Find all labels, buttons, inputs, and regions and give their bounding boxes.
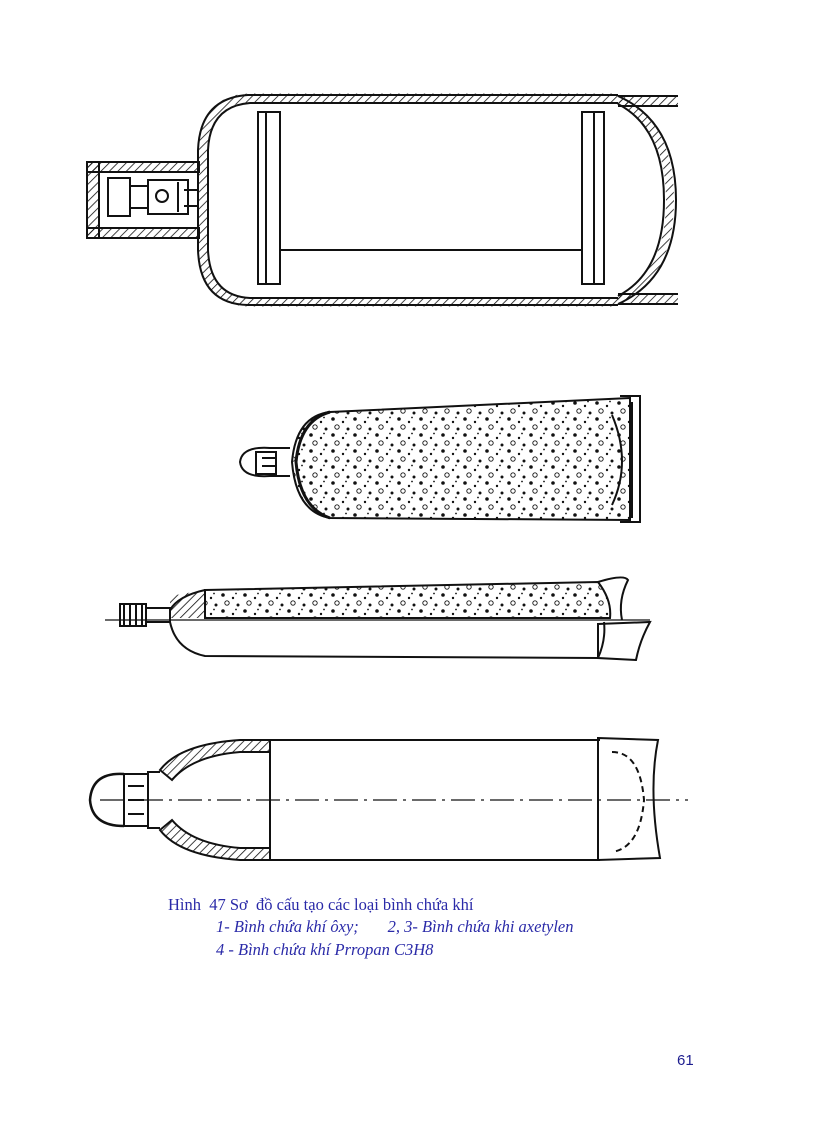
figure-caption-line-2: 4 - Bình chứa khí Prropan C3H8	[216, 940, 434, 959]
propane-cylinder-drawing	[88, 736, 688, 862]
figure-caption-line-1: 1- Bình chứa khí ôxy; 2, 3- Bình chứa kh…	[216, 917, 574, 936]
cylinder-diagrams	[86, 93, 688, 862]
acetylene-cylinder-3-drawing	[105, 576, 652, 662]
acetylene-cylinder-2-drawing	[238, 395, 641, 523]
oxygen-cylinder-drawing	[86, 93, 678, 307]
figure-caption-title: Hình 47 Sơ đồ cấu tạo các loại bình chứa…	[168, 895, 474, 914]
page-number: 61	[677, 1052, 694, 1069]
